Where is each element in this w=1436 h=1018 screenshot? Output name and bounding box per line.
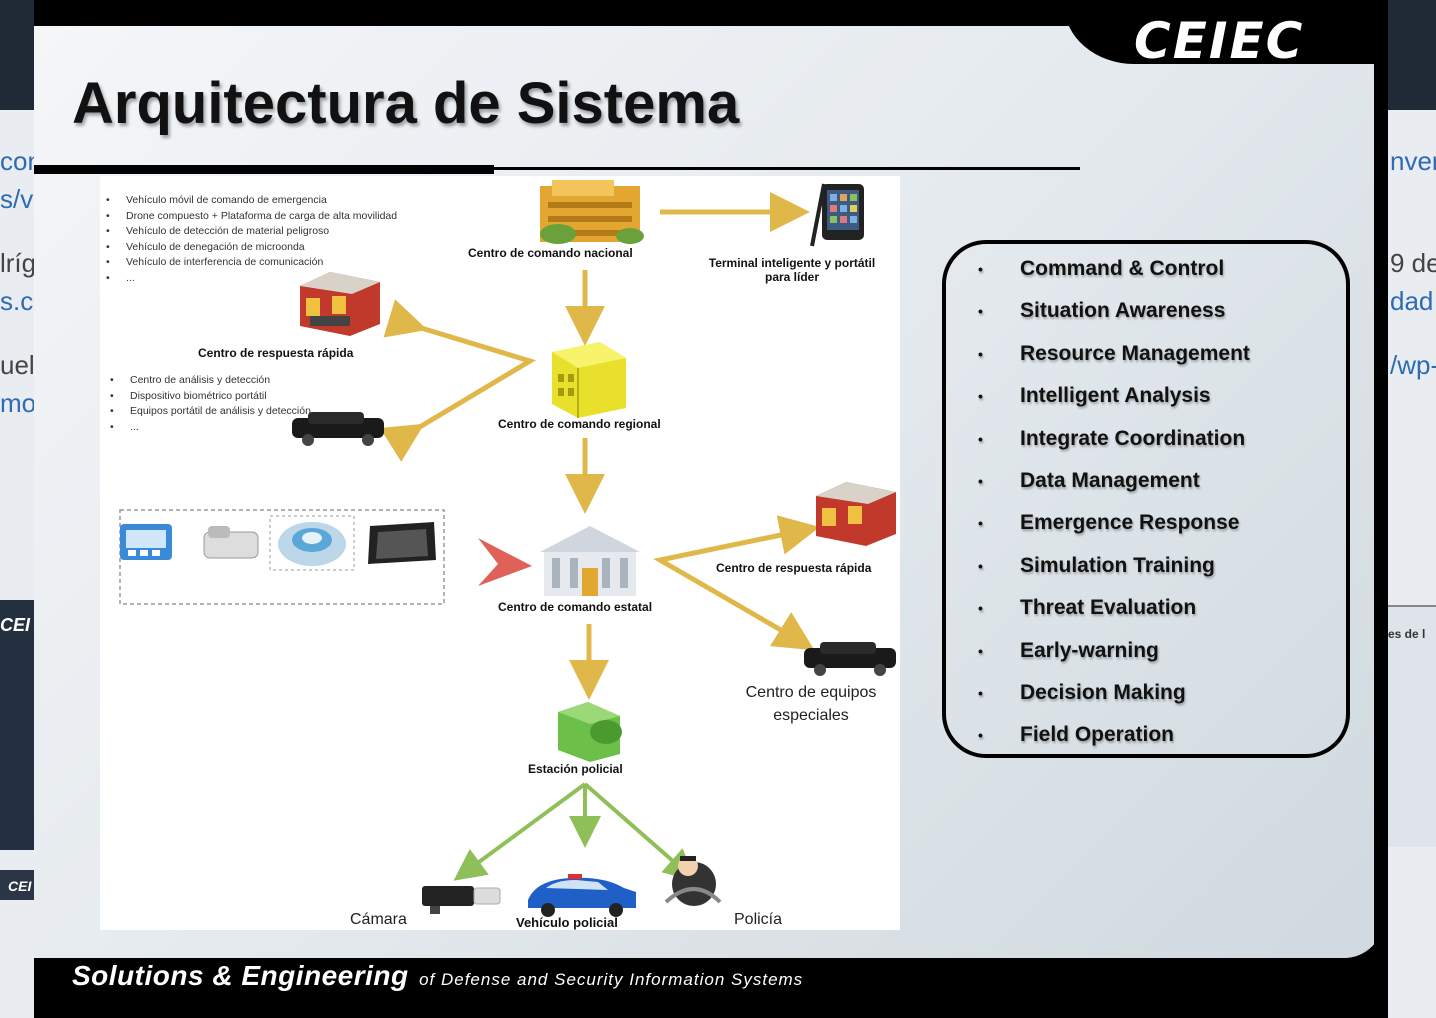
capabilities-box: Command & Control Situation Awareness Re… [942, 240, 1350, 758]
equipment-group-box [119, 509, 445, 605]
detection-equipment-list: Centro de análisis y detección Dispositi… [104, 373, 311, 435]
background-logo-fragment: CEI [8, 878, 32, 894]
background-link-fragment[interactable]: s/vi [0, 184, 39, 214]
label-terminal-line1: Terminal inteligente y portátil [708, 256, 876, 270]
capability-item: Intelligent Analysis [946, 379, 1250, 421]
label-special-line1: Centro de equipos [745, 684, 877, 701]
capability-item: Decision Making [946, 676, 1250, 718]
capability-item: Threat Evaluation [946, 591, 1250, 633]
background-link-fragment[interactable]: /wp- [1390, 350, 1436, 380]
camera-icon [422, 886, 501, 914]
label-special-line2: especiales [773, 707, 849, 724]
station-arrows [453, 782, 697, 882]
list-item: Centro de análisis y detección [104, 373, 311, 389]
arrow-state-to-rapid-special [653, 527, 807, 647]
label-state-command: Centro de comando estatal [498, 600, 653, 614]
list-item: Drone compuesto + Plataforma de carga de… [100, 209, 397, 225]
background-text-fragment: lríg [0, 248, 37, 278]
national-command-icon [540, 180, 644, 244]
arrow-regional-to-rapid [406, 321, 537, 437]
background-logo-fragment: CEI [0, 615, 31, 635]
capabilities-list: Command & Control Situation Awareness Re… [946, 252, 1250, 761]
desk-phone-icon [203, 526, 259, 559]
capability-item: Emergence Response [946, 506, 1250, 548]
title-divider-accent [34, 165, 494, 174]
capability-item: Integrate Coordination [946, 422, 1250, 464]
smartphone-icon [810, 183, 864, 247]
list-item: ... [100, 271, 397, 287]
list-item: Dispositivo biométrico portátil [104, 389, 311, 405]
slide-footer: Solutions & Engineering of Defense and S… [72, 960, 803, 992]
list-item: Equipos portátil de análisis y detección [104, 404, 311, 420]
tablet-device-icon [368, 522, 436, 564]
emergency-vehicles-list: Vehículo móvil de comando de emergencia … [100, 193, 397, 286]
label-police-station: Estación policial [528, 762, 623, 776]
sensor-device-icon [278, 522, 346, 566]
slide: CEIEC Arquitectura de Sistema [34, 0, 1388, 1018]
suv-vehicle-icon-right [804, 642, 896, 676]
background-link-fragment[interactable]: mo [0, 388, 37, 418]
ceiec-logo: CEIEC [1134, 12, 1305, 70]
list-item: Vehículo de interferencia de comunicació… [100, 255, 397, 271]
selected-equipment-frame [269, 515, 355, 571]
architecture-diagram: Vehículo móvil de comando de emergencia … [100, 176, 900, 930]
label-terminal: Terminal inteligente y portátil para líd… [694, 256, 890, 284]
regional-command-icon [552, 342, 626, 418]
computer-terminal-icon [120, 524, 172, 560]
capability-item: Command & Control [946, 252, 1250, 294]
label-camera: Cámara [350, 911, 407, 928]
flow-arrows [379, 192, 820, 700]
footer-title: Solutions & Engineering [72, 960, 409, 991]
rapid-response-building-icon-right [816, 482, 896, 546]
title-divider [34, 167, 1080, 170]
label-police-vehicle: Vehículo policial [516, 915, 618, 930]
capability-item: Field Operation [946, 718, 1250, 760]
list-item: Vehículo móvil de comando de emergencia [100, 193, 397, 209]
diagram-graphics [119, 180, 896, 917]
background-panel-text: es de l [1388, 627, 1426, 641]
state-command-icon [540, 526, 640, 596]
list-item: ... [104, 420, 311, 436]
capability-item: Resource Management [946, 337, 1250, 379]
background-link-fragment[interactable]: dad [1390, 286, 1434, 316]
label-terminal-line2: para líder [764, 270, 820, 284]
list-item: Vehículo de detección de material peligr… [100, 224, 397, 240]
label-special-equipment: Centro de equipos especiales [726, 681, 896, 727]
label-national-command: Centro de comando nacional [468, 246, 633, 260]
input-arrow [478, 538, 532, 586]
police-station-icon [558, 702, 622, 762]
background-link-fragment[interactable]: nver [1390, 146, 1436, 176]
background-text-fragment: 9 de [1390, 248, 1436, 278]
background-side-panel: es de l [1388, 605, 1436, 847]
police-car-icon [528, 874, 636, 917]
background-side-strip [0, 870, 40, 900]
background-side-image [0, 600, 40, 850]
capability-item: Data Management [946, 464, 1250, 506]
capability-item: Simulation Training [946, 549, 1250, 591]
slide-right-edge [1374, 60, 1388, 960]
list-item: Vehículo de denegación de microonda [100, 240, 397, 256]
background-text-fragment: uel [0, 350, 35, 380]
suv-vehicle-icon [292, 412, 384, 446]
label-regional-command: Centro de comando regional [498, 417, 661, 431]
slide-header-tab [1064, 0, 1388, 64]
capability-item: Situation Awareness [946, 294, 1250, 336]
label-rapid-response-right: Centro de respuesta rápida [716, 561, 872, 575]
capability-item: Early-warning [946, 634, 1250, 676]
footer-subtitle: of Defense and Security Information Syst… [419, 970, 804, 989]
label-police-officer: Policía [734, 911, 783, 928]
police-officer-icon [664, 856, 722, 906]
slide-title: Arquitectura de Sistema [72, 71, 740, 136]
label-rapid-response-left: Centro de respuesta rápida [198, 346, 354, 360]
